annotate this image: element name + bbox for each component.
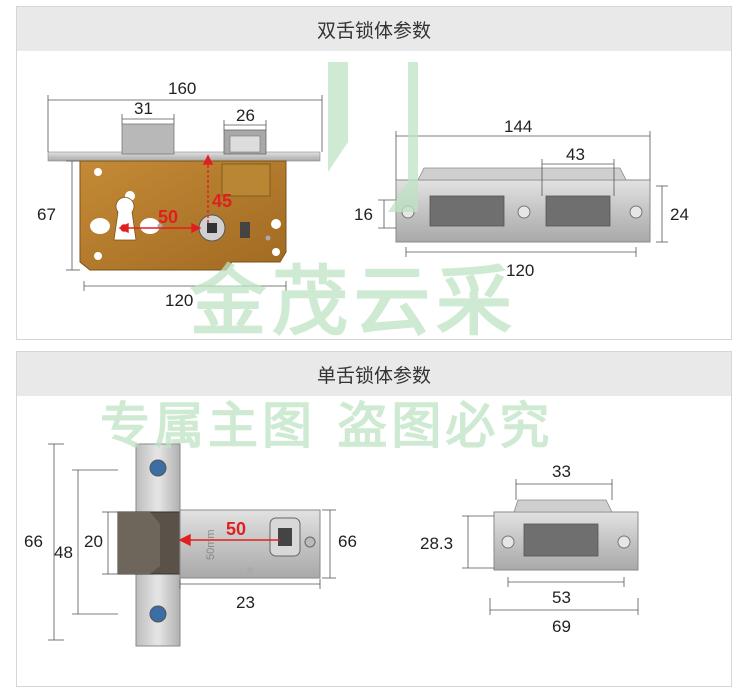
watermark-brand: 金茂云采: [190, 257, 518, 346]
dim-latch-depth: 23: [236, 593, 255, 612]
dim-strike-length: 144: [504, 117, 533, 136]
latch-stamp: 50mm: [205, 529, 217, 560]
dim-body-width: 120: [165, 291, 194, 310]
dim-strike-length: 69: [552, 617, 571, 636]
watermark-notice: 专属主图 盗图必究: [100, 397, 554, 455]
dim-lockbody-width: 160: [168, 79, 197, 98]
dim-strike-hole-spacing: 120: [506, 261, 535, 280]
dim-backset: 50: [158, 207, 179, 227]
single-strike-plate-image: [493, 499, 639, 571]
dim-strike-hole-spacing: 53: [552, 588, 571, 607]
dim-lockbody-height: 67: [37, 205, 56, 224]
watermark-logo: [318, 62, 458, 236]
dim-strike-opening: 33: [552, 462, 571, 481]
dim-case-height: 66: [338, 532, 357, 551]
dim-deadbolt-width: 26: [236, 106, 255, 125]
section-title: 双舌锁体参数: [17, 7, 731, 51]
tubular-latch-image: 50mm: [117, 443, 321, 647]
dim-strike-height: 24: [670, 205, 689, 224]
section-title: 单舌锁体参数: [17, 352, 731, 396]
dim-latch-height: 20: [84, 532, 103, 551]
dim-inner-height: 48: [54, 543, 73, 562]
mortise-lock-body-image: [47, 123, 321, 271]
double-strike-plate-image: [395, 167, 651, 243]
dim-strike-inner: 16: [354, 205, 373, 224]
dim-latch-width: 31: [134, 99, 153, 118]
dim-strike-opening: 43: [566, 145, 585, 164]
dim-faceplate-height: 66: [24, 532, 43, 551]
dim-hub-offset: 45: [212, 191, 233, 211]
dim-strike-height: 28.3: [420, 534, 454, 553]
dim-backset: 50: [226, 519, 247, 539]
